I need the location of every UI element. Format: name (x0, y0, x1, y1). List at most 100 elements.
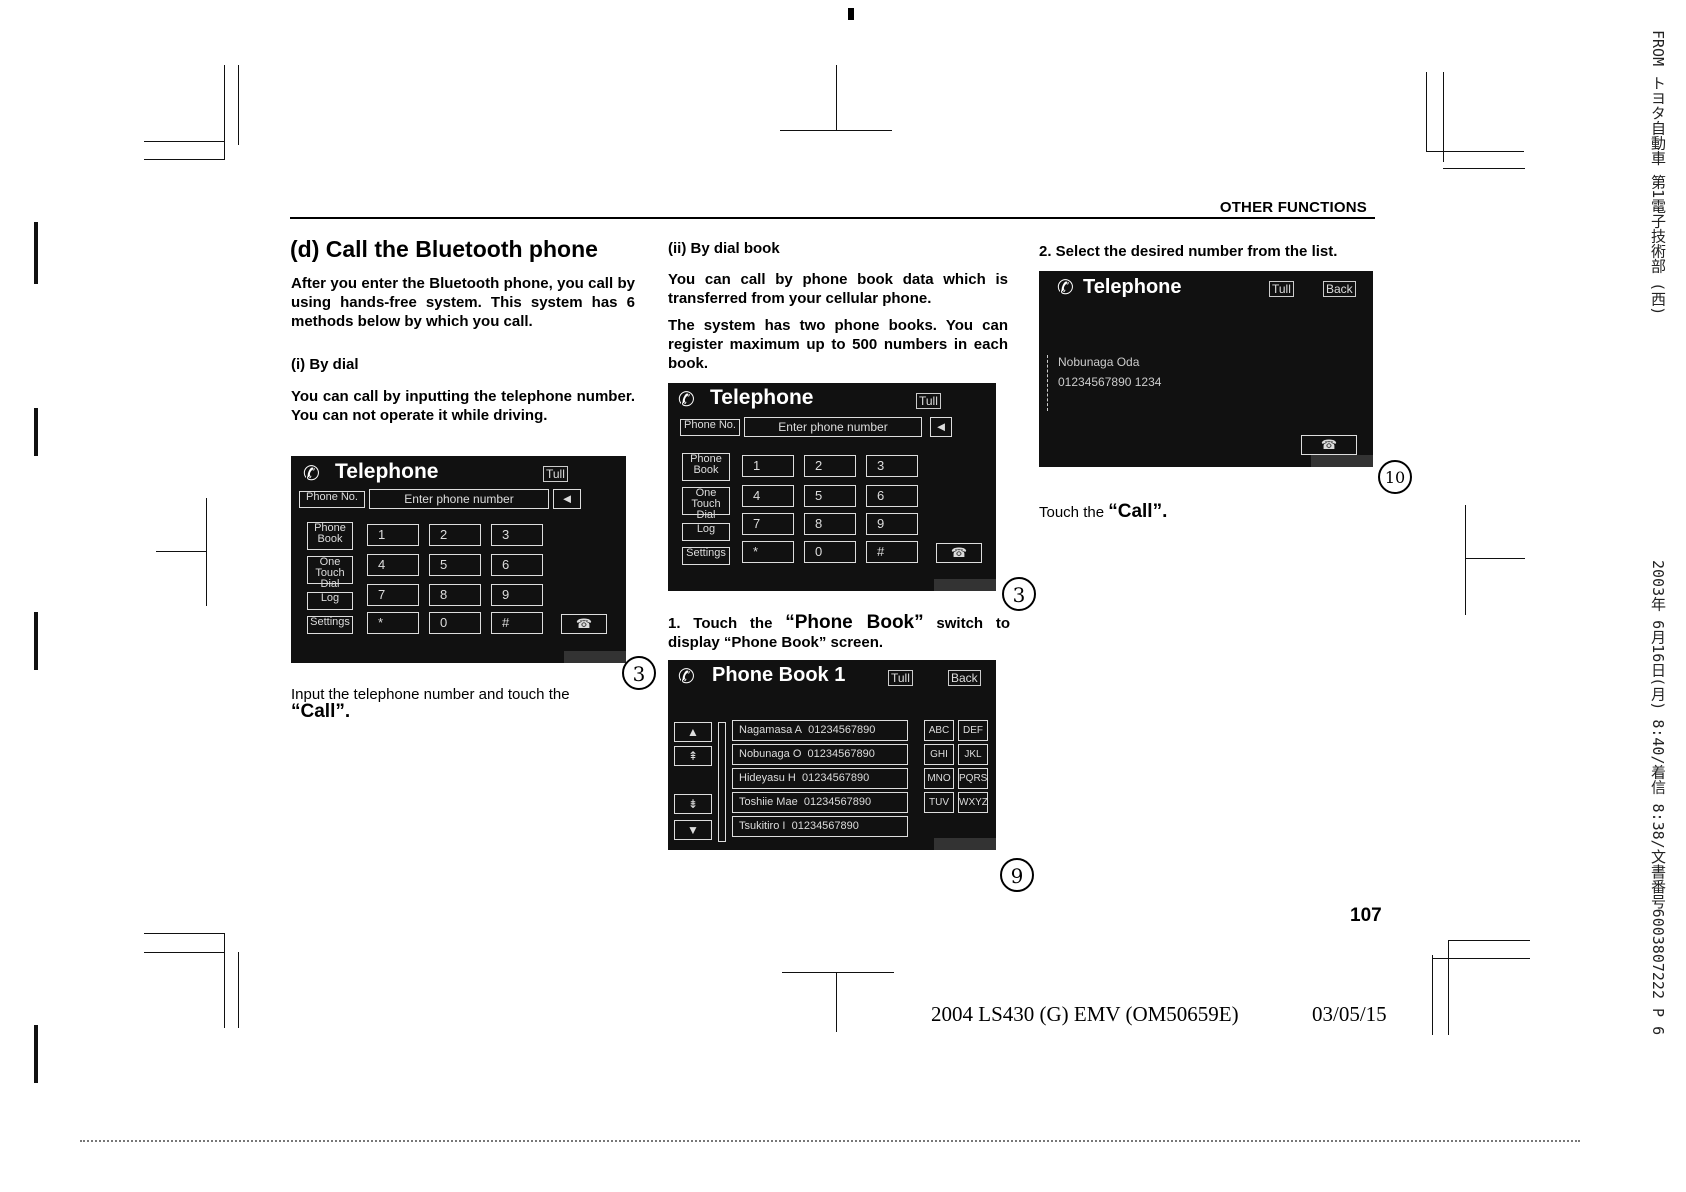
footer-date: 03/05/15 (1312, 1002, 1387, 1026)
phone-icon: ☎ (575, 616, 593, 631)
back-button[interactable]: Back (1323, 281, 1356, 297)
crop-mark (238, 65, 239, 145)
key-0[interactable]: 0 (804, 541, 856, 563)
screen-footer-bar (1311, 455, 1373, 467)
touch-call-text: Touch the “Call”. (1039, 502, 1167, 521)
step-1: 1. Touch the “Phone Book” switch to disp… (668, 613, 1010, 652)
key-6[interactable]: 6 (866, 485, 918, 507)
key-0[interactable]: 0 (429, 612, 481, 634)
key-7[interactable]: 7 (367, 584, 419, 606)
crop-mark (238, 952, 239, 1028)
telephone-dial-screen-2: ✆ Telephone Tull Phone No. Enter phone n… (668, 383, 996, 591)
index-button[interactable]: TUV (924, 792, 954, 813)
crop-mark (836, 972, 837, 1032)
scroll-up-button[interactable]: ▲ (674, 722, 712, 742)
key-6[interactable]: 6 (491, 554, 543, 576)
key-8[interactable]: 8 (429, 584, 481, 606)
key-8[interactable]: 8 (804, 513, 856, 535)
one-touch-dial-button[interactable]: One Touch Dial (682, 487, 730, 521)
key-3[interactable]: 3 (866, 455, 918, 477)
list-item[interactable]: Nagamasa A 01234567890 (732, 720, 908, 741)
key-2[interactable]: 2 (804, 455, 856, 477)
page-up-button[interactable]: ⇞ (674, 746, 712, 766)
index-button[interactable]: PQRS (958, 768, 988, 789)
index-button[interactable]: DEF (958, 720, 988, 741)
settings-button[interactable]: Settings (307, 616, 353, 634)
list-item[interactable]: Hideyasu H 01234567890 (732, 768, 908, 789)
dial-book-text-2: The system has two phone books. You can … (668, 317, 1008, 372)
key-4[interactable]: 4 (742, 485, 794, 507)
index-button[interactable]: JKL (958, 744, 988, 765)
back-button[interactable]: Back (948, 670, 981, 686)
index-button[interactable]: ABC (924, 720, 954, 741)
one-touch-dial-button[interactable]: One Touch Dial (307, 556, 353, 590)
key-2[interactable]: 2 (429, 524, 481, 546)
section-title: OTHER FUNCTIONS (1219, 199, 1367, 216)
log-button[interactable]: Log (307, 592, 353, 610)
contact-number: 01234567890 1234 (1058, 375, 1162, 389)
index-button[interactable]: GHI (924, 744, 954, 765)
dial-caption-call: “Call”. (291, 701, 351, 722)
crop-mark (1443, 168, 1525, 169)
tab-phone-no[interactable]: Phone No. (299, 491, 365, 508)
phone-number-input[interactable]: Enter phone number (744, 417, 922, 437)
call-button[interactable]: ☎ (936, 543, 982, 563)
crop-mark (1465, 505, 1466, 615)
crop-mark (1426, 151, 1524, 152)
call-button[interactable]: ☎ (1301, 435, 1357, 455)
key-1[interactable]: 1 (367, 524, 419, 546)
annotation-circle: 3 (1002, 577, 1036, 611)
key-3[interactable]: 3 (491, 524, 543, 546)
list-item[interactable]: Tsukitiro I 01234567890 (732, 816, 908, 837)
key-star[interactable]: * (367, 612, 419, 634)
crop-mark (780, 130, 892, 131)
dial-text: You can call by inputting the telephone … (291, 388, 635, 424)
key-9[interactable]: 9 (491, 584, 543, 606)
step-1-prefix: 1. Touch the (668, 615, 773, 632)
binding-mark (34, 1025, 38, 1083)
section-header: OTHER FUNCTIONS (290, 199, 1375, 219)
fax-timestamp: 2003年 6月16日(月) 8:40/着信 8:38/文書番号60038072… (1649, 560, 1667, 1036)
backspace-button[interactable]: ◄ (553, 489, 581, 509)
index-button[interactable]: MNO (924, 768, 954, 789)
signal-status-icon: Tull (1269, 281, 1294, 297)
key-star[interactable]: * (742, 541, 794, 563)
screen-footer-bar (934, 838, 996, 850)
backspace-button[interactable]: ◄ (930, 417, 952, 437)
list-item[interactable]: Toshiie Mae 01234567890 (732, 792, 908, 813)
key-5[interactable]: 5 (429, 554, 481, 576)
key-hash[interactable]: # (491, 612, 543, 634)
phone-icon: ✆ (678, 666, 695, 688)
phone-number-input[interactable]: Enter phone number (369, 489, 549, 509)
key-hash[interactable]: # (866, 541, 918, 563)
key-7[interactable]: 7 (742, 513, 794, 535)
scroll-down-button[interactable]: ▼ (674, 820, 712, 840)
signal-status-icon: Tull (916, 393, 941, 409)
call-button[interactable]: ☎ (561, 614, 607, 634)
contact-number: 01234567890 (791, 820, 859, 832)
phone-icon: ☎ (950, 545, 968, 560)
key-1[interactable]: 1 (742, 455, 794, 477)
contact-name: Nobunaga O (739, 748, 802, 760)
signal-status-icon: Tull (543, 466, 568, 482)
phone-book-button[interactable]: Phone Book (682, 453, 730, 481)
contact-name: Tsukitiro I (739, 820, 786, 832)
scrollbar-track[interactable] (718, 722, 726, 842)
crop-mark (224, 65, 225, 160)
list-item[interactable]: Nobunaga O 01234567890 (732, 744, 908, 765)
key-5[interactable]: 5 (804, 485, 856, 507)
log-button[interactable]: Log (682, 523, 730, 541)
key-4[interactable]: 4 (367, 554, 419, 576)
crop-mark (144, 141, 224, 142)
tab-phone-no[interactable]: Phone No. (680, 419, 740, 436)
fax-header: FROM トヨタ自動車 第1電子技術部 (西) (1649, 30, 1667, 316)
crop-mark (1443, 72, 1444, 162)
crop-mark (1465, 558, 1525, 559)
key-9[interactable]: 9 (866, 513, 918, 535)
settings-button[interactable]: Settings (682, 547, 730, 565)
contact-list-item[interactable]: Nobunaga Oda 01234567890 1234 (1047, 355, 1258, 411)
index-button[interactable]: WXYZ (958, 792, 988, 813)
page-down-button[interactable]: ⇟ (674, 794, 712, 814)
phone-book-button[interactable]: Phone Book (307, 522, 353, 550)
screen-title: Telephone (1083, 276, 1182, 298)
